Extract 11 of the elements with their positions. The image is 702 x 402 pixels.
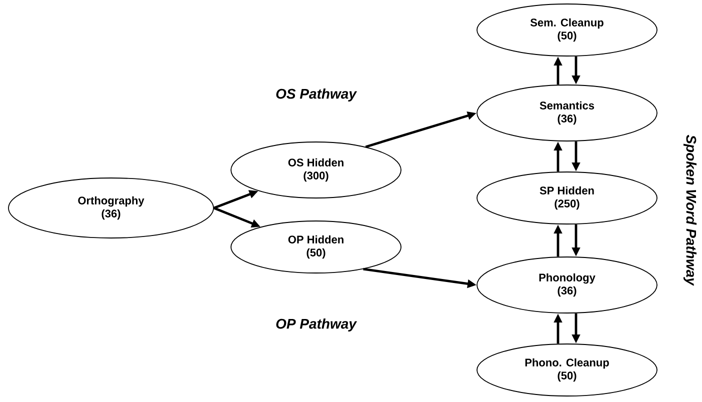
pathway-label: OS Pathway (276, 88, 358, 102)
ellipse-node: Phono. Cleanup (50) (476, 344, 658, 396)
ellipse-node: OP Hidden (50) (230, 220, 402, 274)
ellipse-node: OS Hidden (300) (230, 142, 402, 198)
ellipse-node: Semantics (36) (476, 84, 658, 142)
ellipse-node: Phonology (36) (476, 256, 658, 314)
ellipse-node: SP Hidden (250) (476, 172, 658, 224)
pathway-label: Spoken Word Pathway (683, 134, 697, 286)
ellipse-node: Orthography (36) (8, 178, 214, 238)
ellipse-node: Sem. Cleanup (50) (476, 4, 658, 56)
pathway-label: OP Pathway (276, 318, 358, 332)
